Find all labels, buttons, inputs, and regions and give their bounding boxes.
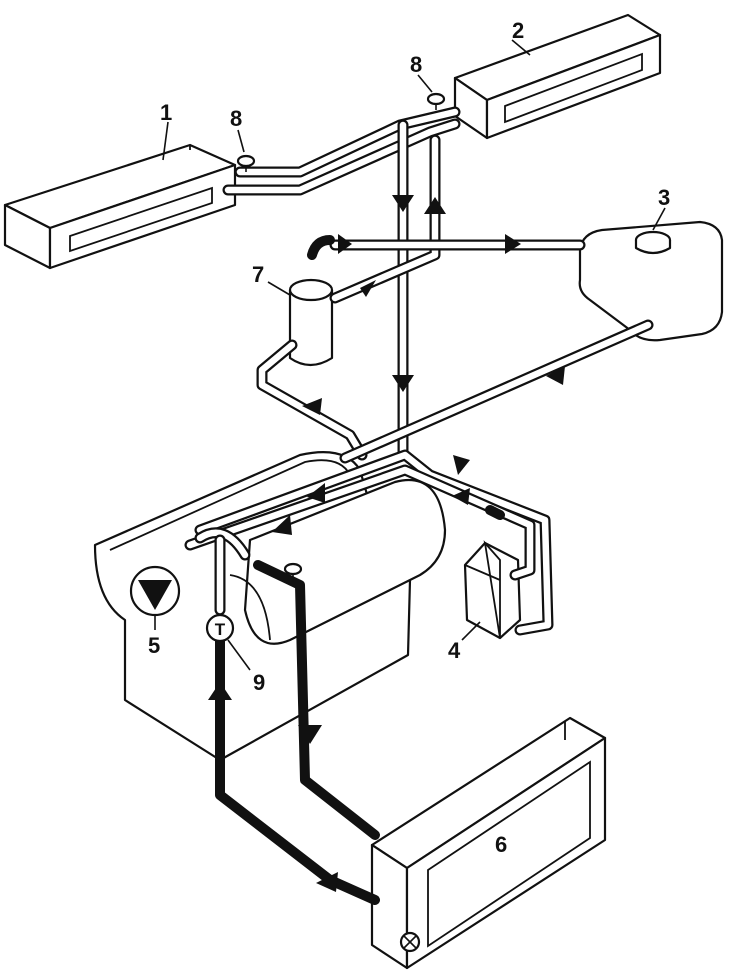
pump-icon — [129, 565, 181, 617]
flow-arrows — [208, 195, 565, 892]
coolant-hoses — [184, 106, 654, 636]
filter-canister — [288, 278, 334, 367]
flow-arrow — [453, 455, 470, 475]
heater-right — [453, 13, 662, 140]
flow-arrow — [392, 195, 414, 212]
flow-arrow — [208, 682, 232, 700]
flow-arrow — [452, 488, 470, 505]
label-radiator: 6 — [495, 832, 507, 857]
flow-arrow — [307, 483, 325, 503]
leader-lines — [154, 39, 666, 671]
label-bleed-valve-left: 8 — [230, 106, 242, 131]
label-oil-cooler: 4 — [448, 638, 461, 663]
label-thermostat: 9 — [253, 670, 265, 695]
radiator — [370, 716, 607, 970]
flow-arrow — [316, 872, 338, 892]
engine-block — [93, 451, 447, 762]
bleed-valve-left — [236, 154, 256, 172]
bleed-valve-right — [426, 92, 446, 110]
oil-cooler — [463, 540, 522, 640]
label-heater-right: 2 — [512, 18, 524, 43]
bleed-valve-engine — [283, 562, 303, 582]
flow-arrow — [302, 398, 322, 415]
flow-arrow — [360, 280, 376, 297]
flow-arrow — [424, 197, 446, 214]
flow-arrow — [298, 725, 322, 744]
thermostat: T — [205, 613, 235, 643]
label-expansion-tank: 3 — [658, 185, 670, 210]
thermostat-symbol: T — [215, 620, 226, 639]
flow-arrow — [505, 234, 521, 254]
label-bleed-valve-right: 8 — [410, 52, 422, 77]
flow-arrow — [272, 515, 292, 535]
label-heater-left: 1 — [160, 100, 172, 125]
expansion-tank — [578, 220, 724, 342]
label-filter: 7 — [252, 262, 264, 287]
radiator-hoses — [215, 235, 505, 905]
label-pump: 5 — [148, 633, 160, 658]
flow-arrow — [338, 234, 352, 254]
flow-arrow — [392, 375, 414, 392]
drain-valve-icon — [399, 931, 421, 953]
heater-left — [3, 143, 237, 270]
flow-arrow — [546, 366, 565, 385]
